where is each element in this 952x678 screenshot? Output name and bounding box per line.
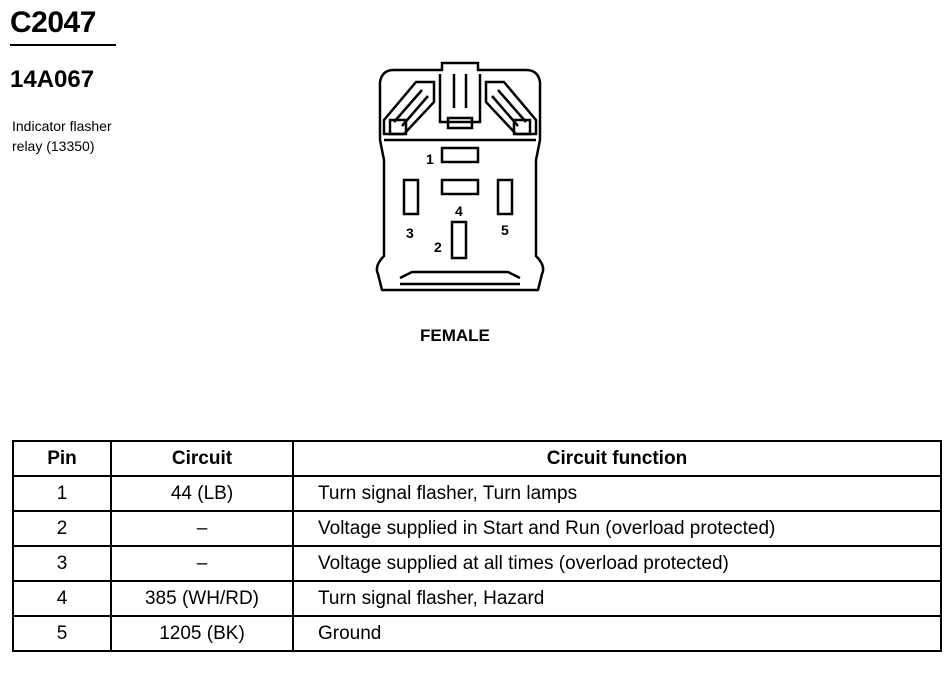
pin-cell: 4 <box>12 580 112 617</box>
terminal-cavity-2 <box>450 220 468 260</box>
connector-housing-outline <box>375 61 545 292</box>
terminal-cavity-5 <box>496 178 514 216</box>
connector-id-underline <box>10 44 116 46</box>
function-cell: Voltage supplied at all times (overload … <box>292 545 942 582</box>
connector-description: Indicator flasher relay (13350) <box>12 116 162 156</box>
lock-window-center <box>446 116 474 130</box>
terminal-cavity-3 <box>402 178 420 216</box>
description-line-1: Indicator flasher <box>12 118 112 134</box>
function-cell: Turn signal flasher, Turn lamps <box>292 475 942 512</box>
pin-cell: 1 <box>12 475 112 512</box>
table-row: 3 – Voltage supplied at all times (overl… <box>12 545 942 582</box>
table-row: 1 44 (LB) Turn signal flasher, Turn lamp… <box>12 475 942 512</box>
circuit-cell: 385 (WH/RD) <box>110 580 294 617</box>
lock-window-right <box>512 118 532 136</box>
function-cell: Voltage supplied in Start and Run (overl… <box>292 510 942 547</box>
pinout-table: Pin Circuit Circuit function 1 44 (LB) T… <box>12 440 942 652</box>
connector-face-diagram: 1 4 3 5 2 <box>375 61 545 292</box>
description-line-2: relay (13350) <box>12 138 95 154</box>
circuit-cell: 44 (LB) <box>110 475 294 512</box>
pin-label-4: 4 <box>455 203 463 219</box>
circuit-cell: 1205 (BK) <box>110 615 294 652</box>
latch-right <box>484 80 538 136</box>
locking-tab <box>438 74 482 124</box>
function-cell: Turn signal flasher, Hazard <box>292 580 942 617</box>
part-number: 14A067 <box>10 66 95 93</box>
column-header-pin: Pin <box>12 440 112 477</box>
pin-label-1: 1 <box>426 151 434 167</box>
table-header-row: Pin Circuit Circuit function <box>12 440 942 477</box>
pin-label-2: 2 <box>434 239 442 255</box>
function-cell: Ground <box>292 615 942 652</box>
circuit-cell: – <box>110 545 294 582</box>
table-row: 5 1205 (BK) Ground <box>12 615 942 652</box>
terminal-cavity-4 <box>440 178 480 196</box>
pin-label-3: 3 <box>406 225 414 241</box>
terminal-cavity-1 <box>440 146 480 164</box>
table-row: 2 – Voltage supplied in Start and Run (o… <box>12 510 942 547</box>
lock-window-left <box>388 118 408 136</box>
connector-id: C2047 <box>10 6 96 39</box>
pin-cell: 5 <box>12 615 112 652</box>
latch-left <box>382 80 436 136</box>
column-header-circuit: Circuit <box>110 440 294 477</box>
circuit-cell: – <box>110 510 294 547</box>
column-header-circuit-function: Circuit function <box>292 440 942 477</box>
connector-gender-label: FEMALE <box>420 326 490 345</box>
pin-cell: 2 <box>12 510 112 547</box>
pin-cell: 3 <box>12 545 112 582</box>
bottom-rib <box>399 270 521 280</box>
pin-label-5: 5 <box>501 222 509 238</box>
table-row: 4 385 (WH/RD) Turn signal flasher, Hazar… <box>12 580 942 617</box>
